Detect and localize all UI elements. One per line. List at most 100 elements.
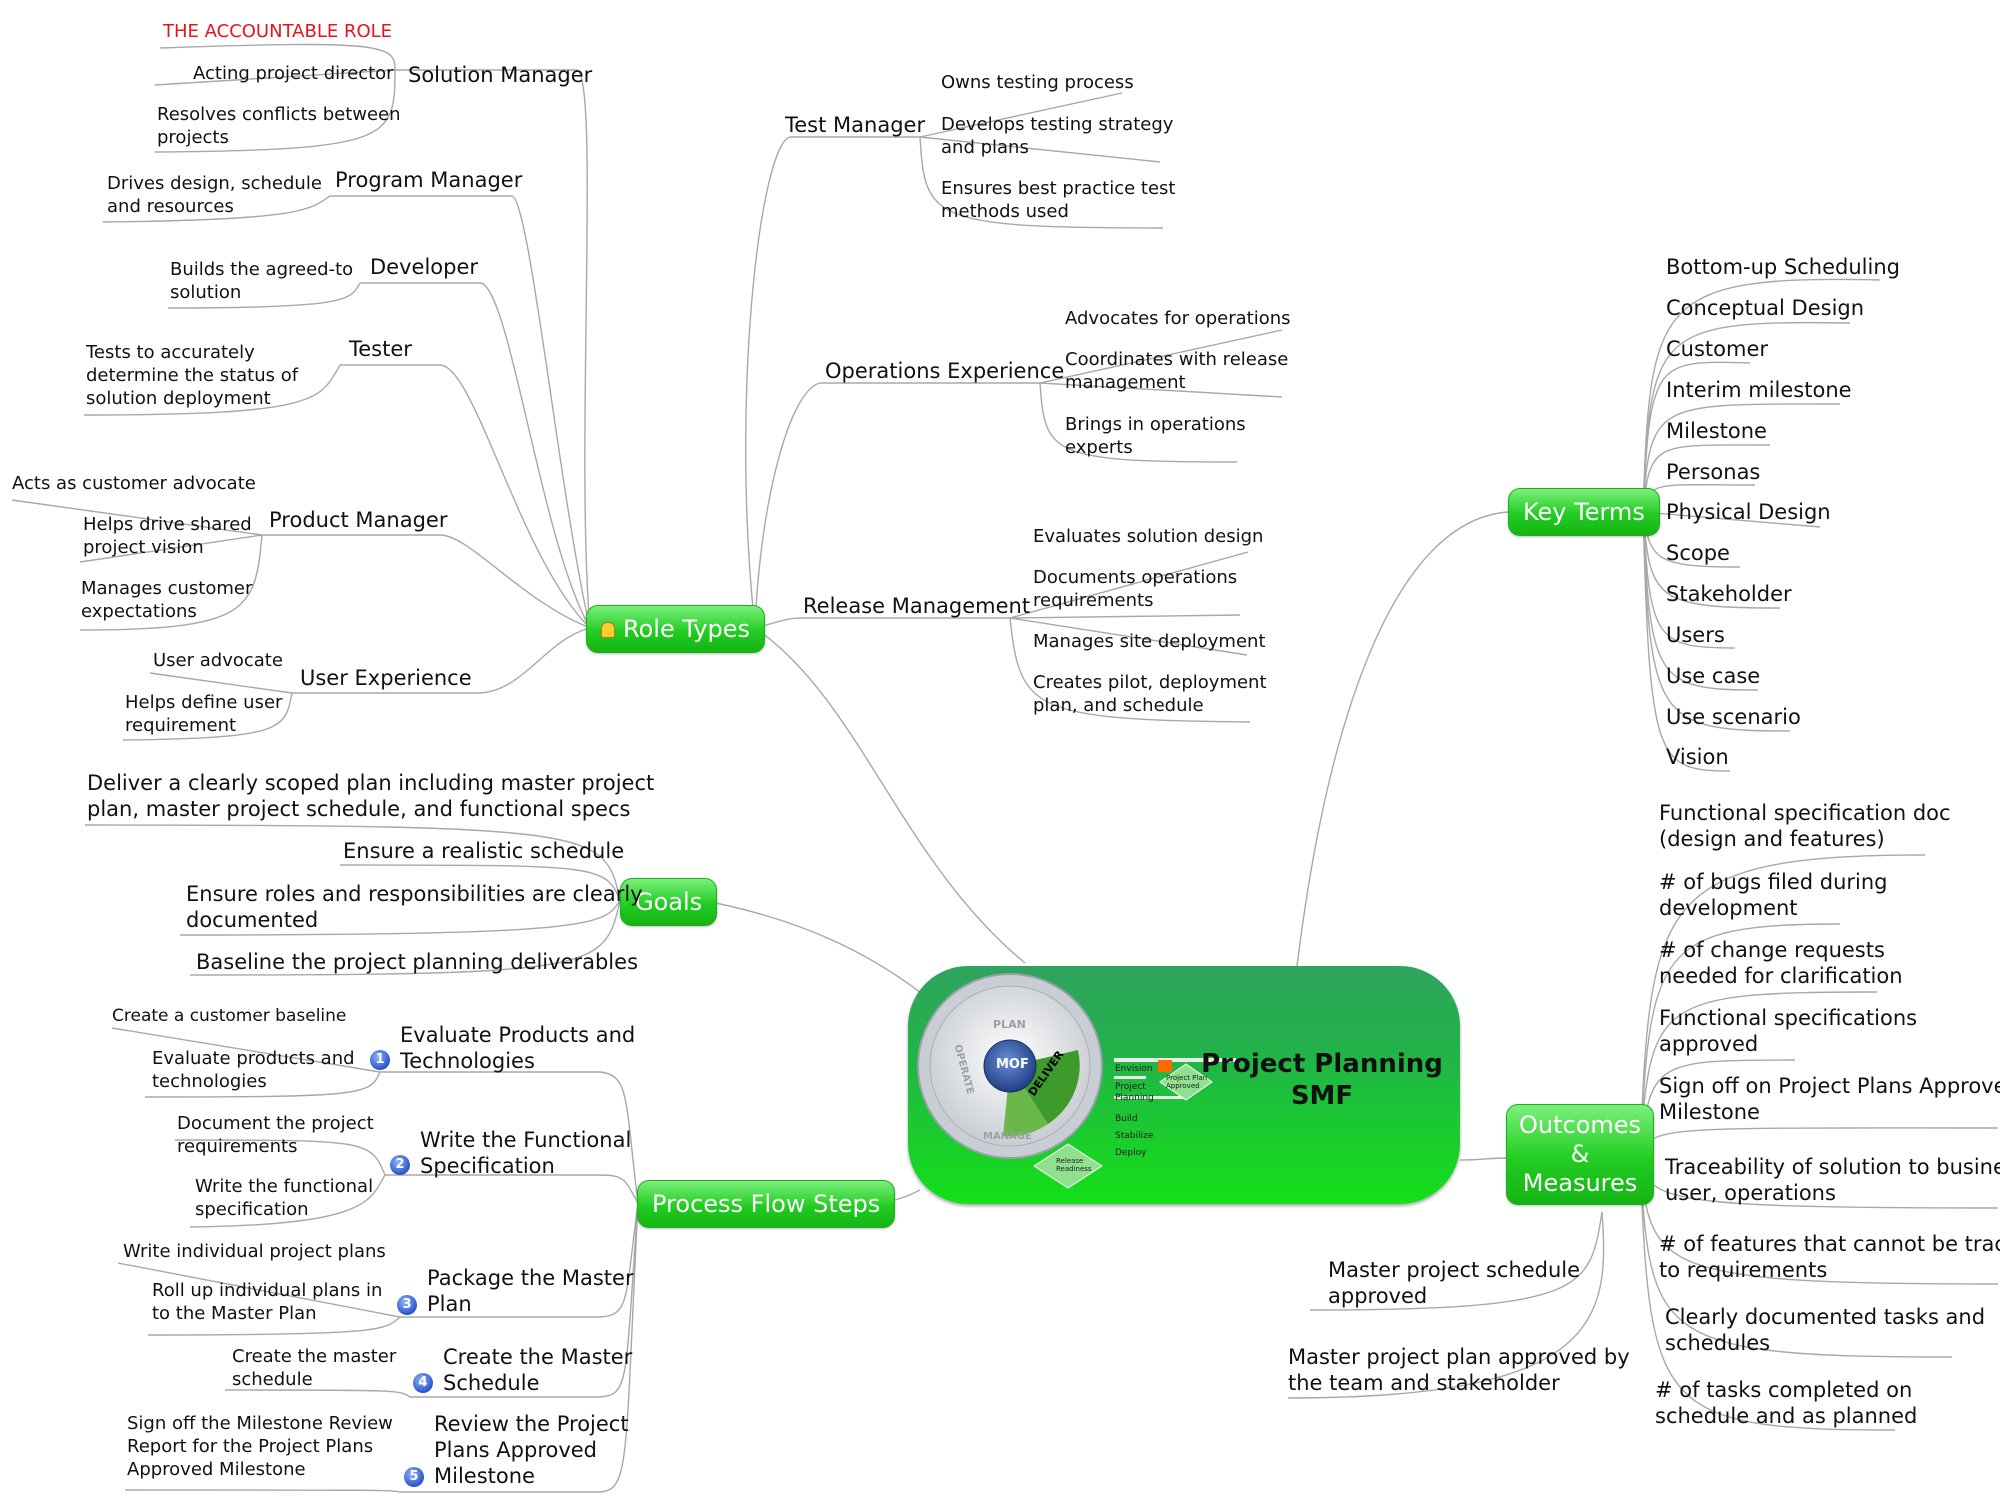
milestone-release-readiness: Release Readiness	[1056, 1157, 1092, 1173]
step-4-item-master-schedule: Create the master schedule	[232, 1346, 397, 1390]
step-2-label[interactable]: Write the Functional Specification	[420, 1128, 632, 1178]
phase-envision: Envision	[1115, 1064, 1153, 1074]
wheel-label-manage: MANAGE	[983, 1131, 1032, 1142]
step-2-item-write-spec: Write the functional specification	[195, 1176, 374, 1220]
topic-key-terms[interactable]: Key Terms	[1508, 488, 1660, 536]
step-3-number-icon: 3	[397, 1295, 417, 1315]
step-2-item-document-requirements: Document the project requirements	[177, 1113, 374, 1157]
outcome-sign-off-milestone: Sign off on Project Plans Approved Miles…	[1659, 1074, 2000, 1124]
topic-role-types-label: Role Types	[623, 615, 750, 643]
item-coordinates-release: Coordinates with release management	[1065, 349, 1289, 393]
outcome-change-requests: # of change requests needed for clarific…	[1659, 938, 1903, 988]
step-4-label[interactable]: Create the Master Schedule	[443, 1345, 633, 1395]
term-interim-milestone: Interim milestone	[1666, 378, 1852, 402]
subtopic-user-experience[interactable]: User Experience	[300, 666, 472, 690]
topic-role-types[interactable]: Role Types	[586, 605, 765, 653]
subtopic-release-management[interactable]: Release Management	[803, 594, 1031, 618]
outcome-documented-tasks: Clearly documented tasks and schedules	[1665, 1305, 1986, 1355]
term-milestone: Milestone	[1666, 419, 1767, 443]
item-customer-advocate: Acts as customer advocate	[12, 473, 256, 494]
step-5-label[interactable]: Review the Project Plans Approved Milest…	[434, 1412, 629, 1488]
step-1-item-customer-baseline: Create a customer baseline	[112, 1006, 347, 1026]
subtopic-tester[interactable]: Tester	[349, 337, 412, 361]
step-1-number-icon: 1	[370, 1050, 390, 1070]
outcome-specs-approved: Functional specifications approved	[1659, 1006, 1918, 1056]
item-documents-requirements: Documents operations requirements	[1033, 567, 1238, 611]
term-use-scenario: Use scenario	[1666, 705, 1801, 729]
term-use-case: Use case	[1666, 664, 1761, 688]
subtopic-program-manager[interactable]: Program Manager	[335, 168, 523, 192]
central-topic-title: Project Planning SMF	[1201, 1049, 1443, 1111]
mof-wheel-icon	[917, 973, 1236, 1189]
wheel-label-plan: PLAN	[993, 1018, 1026, 1031]
subtopic-solution-manager[interactable]: Solution Manager	[408, 63, 593, 87]
wheel-core-mof: MOF	[996, 1057, 1029, 1072]
phase-deploy: Deploy	[1115, 1148, 1147, 1158]
term-users: Users	[1666, 623, 1725, 647]
outcome-master-plan-approved: Master project plan approved by the team…	[1288, 1345, 1630, 1395]
phase-project-planning: Project Planning	[1115, 1082, 1154, 1103]
term-personas: Personas	[1666, 460, 1761, 484]
goal-realistic-schedule: Ensure a realistic schedule	[343, 839, 625, 863]
item-resolves-conflicts: Resolves conflicts between projects	[157, 104, 401, 148]
item-owns-testing: Owns testing process	[941, 72, 1134, 93]
item-accountable-role: THE ACCOUNTABLE ROLE	[163, 21, 393, 42]
phase-stabilize: Stabilize	[1115, 1131, 1154, 1141]
term-bottom-up-scheduling: Bottom-up Scheduling	[1666, 255, 1900, 279]
central-topic[interactable]: PLAN DELIVER MANAGE OPERATE MOF Envision…	[908, 966, 1460, 1204]
goal-roles-documented: Ensure roles and responsibilities are cl…	[186, 882, 643, 932]
goal-deliver-plan: Deliver a clearly scoped plan including …	[87, 771, 655, 821]
item-drives-design: Drives design, schedule and resources	[107, 173, 322, 217]
term-stakeholder: Stakeholder	[1666, 582, 1792, 606]
item-site-deployment: Manages site deployment	[1033, 631, 1266, 652]
subtopic-product-manager[interactable]: Product Manager	[269, 508, 448, 532]
item-evaluates-design: Evaluates solution design	[1033, 526, 1264, 547]
outcome-untraceable-features: # of features that cannot be traced to r…	[1659, 1232, 2000, 1282]
subtopic-developer[interactable]: Developer	[370, 255, 479, 279]
outcome-tasks-completed: # of tasks completed on schedule and as …	[1655, 1378, 1918, 1428]
item-shared-vision: Helps drive shared project vision	[83, 514, 252, 558]
outcome-master-schedule-approved: Master project schedule approved	[1328, 1258, 1581, 1308]
step-2-number-icon: 2	[390, 1155, 410, 1175]
item-advocates-operations: Advocates for operations	[1065, 308, 1291, 329]
item-acting-project-director: Acting project director	[193, 63, 394, 84]
step-5-number-icon: 5	[404, 1467, 424, 1487]
step-3-item-roll-up: Roll up individual plans in to the Maste…	[152, 1280, 383, 1324]
term-conceptual-design: Conceptual Design	[1666, 296, 1865, 320]
item-customer-expectations: Manages customer expectations	[81, 578, 253, 622]
item-testing-strategy: Develops testing strategy and plans	[941, 114, 1174, 158]
topic-outcomes-measures[interactable]: Outcomes & Measures	[1506, 1104, 1655, 1205]
topic-goals-label: Goals	[635, 888, 703, 916]
outcome-functional-spec-doc: Functional specification doc (design and…	[1659, 801, 1951, 851]
term-customer: Customer	[1666, 337, 1769, 361]
item-operations-experts: Brings in operations experts	[1065, 414, 1246, 458]
item-pilot-deployment: Creates pilot, deployment plan, and sche…	[1033, 672, 1267, 716]
step-3-item-individual-plans: Write individual project plans	[123, 1241, 386, 1262]
phase-build: Build	[1115, 1114, 1138, 1124]
step-1-label[interactable]: Evaluate Products and Technologies	[400, 1023, 636, 1073]
goal-baseline: Baseline the project planning deliverabl…	[196, 950, 639, 974]
term-scope: Scope	[1666, 541, 1730, 565]
topic-process-flow-steps[interactable]: Process Flow Steps	[637, 1180, 896, 1228]
outcome-bugs-filed: # of bugs filed during development	[1659, 870, 1888, 920]
term-physical-design: Physical Design	[1666, 500, 1831, 524]
step-1-item-evaluate-products: Evaluate products and technologies	[152, 1048, 355, 1092]
subtopic-test-manager[interactable]: Test Manager	[785, 113, 926, 137]
topic-outcomes-label: Outcomes & Measures	[1519, 1111, 1642, 1197]
topic-process-flow-label: Process Flow Steps	[652, 1190, 881, 1218]
step-5-item-sign-off: Sign off the Milestone Review Report for…	[127, 1413, 393, 1480]
item-tests-accurately: Tests to accurately determine the status…	[86, 342, 299, 409]
item-define-requirement: Helps define user requirement	[125, 692, 283, 736]
item-builds-solution: Builds the agreed-to solution	[170, 259, 354, 303]
milestone-project-plan-approved: Project Plan Approved	[1166, 1074, 1208, 1090]
light-bulb-icon	[601, 622, 615, 638]
outcome-traceability: Traceability of solution to business, us…	[1665, 1155, 2000, 1205]
topic-goals[interactable]: Goals	[620, 878, 718, 926]
item-best-practice: Ensures best practice test methods used	[941, 178, 1176, 222]
subtopic-operations-experience[interactable]: Operations Experience	[825, 359, 1065, 383]
step-4-number-icon: 4	[413, 1373, 433, 1393]
term-vision: Vision	[1666, 745, 1729, 769]
step-3-label[interactable]: Package the Master Plan	[427, 1266, 634, 1316]
